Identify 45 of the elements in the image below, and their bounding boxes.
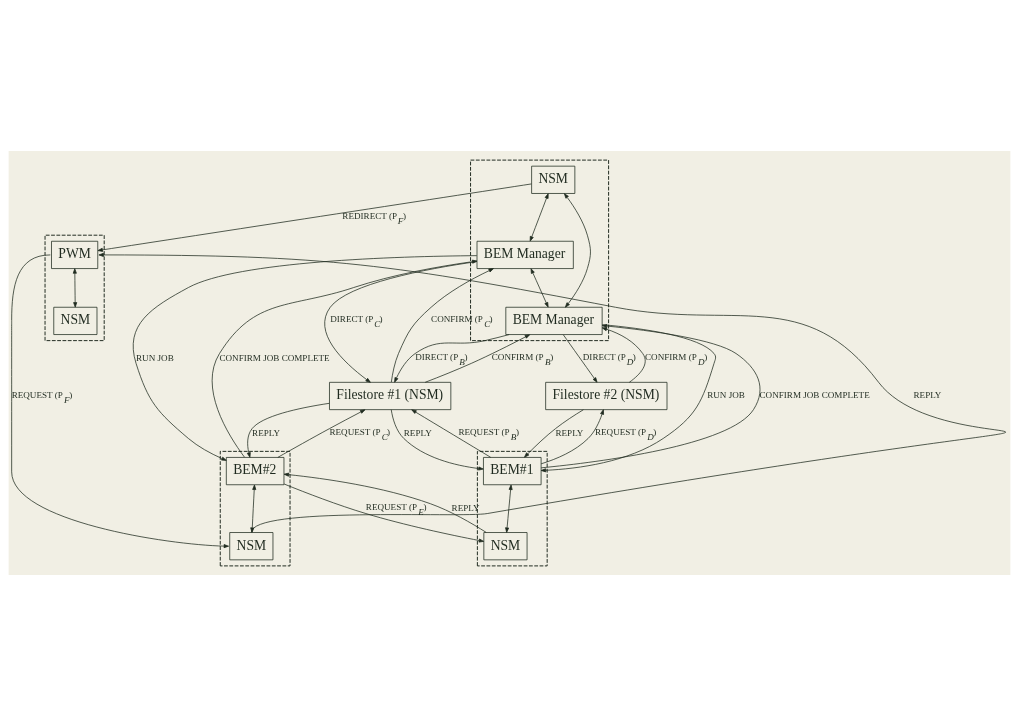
- edge-label: CONFIRM JOB COMPLETE: [219, 352, 330, 363]
- arrow: [564, 193, 591, 308]
- node-box: NSM: [229, 532, 274, 561]
- arrow: [540, 409, 604, 465]
- arrow: [505, 484, 513, 533]
- edge-label: REPLY: [252, 427, 280, 438]
- node-box: NSM: [53, 306, 98, 335]
- edge-label: RUN JOB: [136, 352, 174, 363]
- arrow: [277, 409, 366, 458]
- edge-label: REPLY: [555, 427, 584, 438]
- arrow: [394, 334, 510, 383]
- arrow: [540, 324, 761, 469]
- arrow: [97, 183, 532, 252]
- arrow: [283, 472, 487, 533]
- arrow: [601, 327, 646, 383]
- arrow: [424, 334, 531, 383]
- node-box: BEM#2: [225, 457, 285, 486]
- node-box: NSM: [531, 165, 576, 194]
- edge-label: REPLY: [403, 427, 432, 438]
- node-box: BEM Manager: [505, 306, 603, 335]
- arrow: [540, 324, 716, 473]
- edge-label: REPLY: [451, 502, 480, 513]
- node-box: Filestore #2 (NSM): [545, 381, 668, 411]
- edge-label: RUN JOB: [707, 390, 745, 401]
- arrow: [132, 255, 478, 461]
- arrow: [530, 268, 549, 308]
- arrow: [390, 409, 484, 471]
- arrow: [283, 483, 485, 543]
- arrow: [391, 268, 494, 383]
- edge-label: REPLY: [913, 390, 942, 401]
- arrow: [411, 409, 492, 458]
- arrow: [211, 259, 478, 458]
- arrow: [246, 402, 330, 458]
- node-box: Filestore #1 (NSM): [329, 381, 452, 411]
- arrow: [11, 254, 229, 549]
- edge-label: CONFIRM JOB COMPLETE: [759, 390, 870, 401]
- arrow: [324, 261, 478, 383]
- node-box: BEM#1: [483, 457, 542, 486]
- arrow: [524, 409, 584, 458]
- arrow: [72, 268, 78, 308]
- node-box: NSM: [483, 532, 528, 561]
- arrow: [529, 193, 549, 242]
- node-box: BEM Manager: [476, 240, 574, 269]
- node-box: PWM: [51, 240, 99, 269]
- arrow: [562, 334, 598, 383]
